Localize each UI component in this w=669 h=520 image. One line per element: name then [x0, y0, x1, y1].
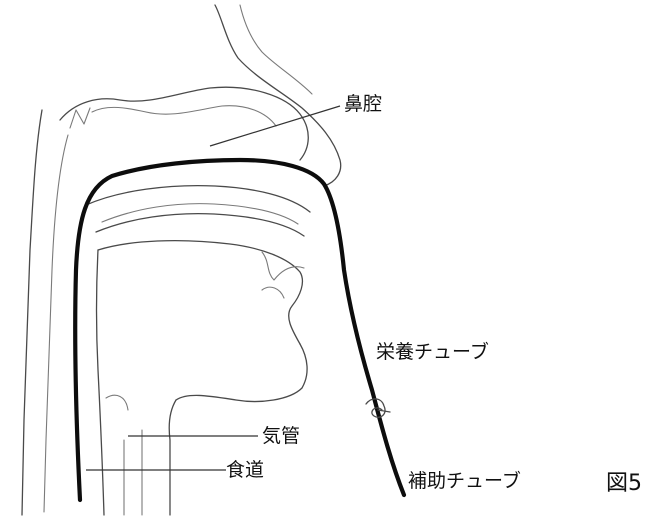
neck-inner-outline: [44, 135, 68, 512]
forehead-inner-outline: [240, 5, 312, 94]
tongue-outline: [98, 241, 302, 344]
nasal-notch: [70, 108, 90, 128]
neck-back-outline: [22, 110, 42, 515]
palate-lower: [96, 214, 304, 236]
label-feeding-tube: 栄養チューブ: [376, 340, 489, 363]
figure-number: 図5: [606, 471, 642, 496]
label-trachea: 気管: [262, 425, 300, 447]
label-auxiliary-tube: 補助チューブ: [408, 469, 521, 492]
pharynx-front-wall: [97, 250, 105, 515]
nasal-passage-upper: [60, 87, 308, 160]
larynx-detail: [106, 395, 128, 410]
jaw-outline: [176, 344, 307, 402]
nasal-turbinate: [92, 106, 276, 126]
palate-upper: [86, 186, 310, 212]
label-nasal-cavity: 鼻腔: [344, 93, 382, 115]
label-esophagus: 食道: [226, 459, 264, 481]
epiglottis-outline: [169, 400, 176, 515]
